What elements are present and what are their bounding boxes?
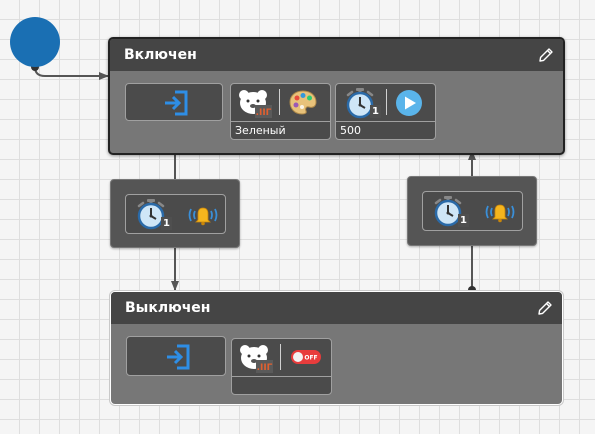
bear-device-icon: .IIГ [240, 345, 273, 373]
off-toggle-label: OFF [304, 355, 317, 362]
transition-off-to-on[interactable]: 1 [407, 176, 537, 246]
entry-arrow-icon [165, 90, 188, 116]
off-toggle-icon: OFF [291, 350, 321, 364]
state-on-entry-block[interactable] [125, 83, 223, 121]
bear-device-icon: .IIГ [239, 90, 272, 118]
pencil-icon[interactable] [537, 46, 555, 64]
state-on-action-timer[interactable]: 1 500 [335, 83, 436, 140]
transition-on-to-off-trigger[interactable]: 1 [125, 194, 226, 234]
state-on-header: Включен [110, 39, 563, 71]
svg-text:.IIГ: .IIГ [256, 108, 272, 118]
bell-icon [188, 207, 218, 226]
state-on[interactable]: Включен .IIГ [108, 37, 565, 155]
stopwatch-icon [434, 196, 462, 227]
state-on-title: Включен [124, 47, 197, 63]
bell-icon [485, 204, 515, 223]
stopwatch-icon [137, 199, 165, 230]
stopwatch-icon [346, 88, 374, 119]
transition-on-to-off-timer-number: 1 [161, 217, 172, 230]
state-off-title: Выключен [125, 300, 211, 316]
svg-text:.IIГ: .IIГ [257, 363, 273, 373]
initial-state-node[interactable] [10, 17, 60, 67]
palette-icon [289, 90, 317, 115]
state-off-header: Выключен [111, 292, 562, 324]
state-off-action-toggle-caption [232, 376, 331, 395]
state-off-action-toggle[interactable]: .IIГ OFF [231, 338, 332, 395]
transition-off-to-on-trigger[interactable]: 1 [422, 191, 523, 231]
state-off-entry-block[interactable] [126, 336, 226, 376]
play-icon [396, 90, 422, 116]
pencil-icon[interactable] [536, 299, 554, 317]
state-on-action-timer-caption: 500 [336, 121, 435, 140]
entry-arrow-icon [167, 344, 190, 370]
state-on-action-color[interactable]: .IIГ Зеленый [230, 83, 331, 140]
transition-off-to-on-timer-number: 1 [458, 214, 469, 227]
state-off[interactable]: Выключен .IIГ [110, 291, 563, 405]
state-on-action-color-caption: Зеленый [231, 121, 330, 140]
transition-on-to-off[interactable]: 1 [110, 179, 240, 248]
state-on-action-timer-number: 1 [370, 105, 381, 118]
initial-transition-line [34, 66, 109, 80]
